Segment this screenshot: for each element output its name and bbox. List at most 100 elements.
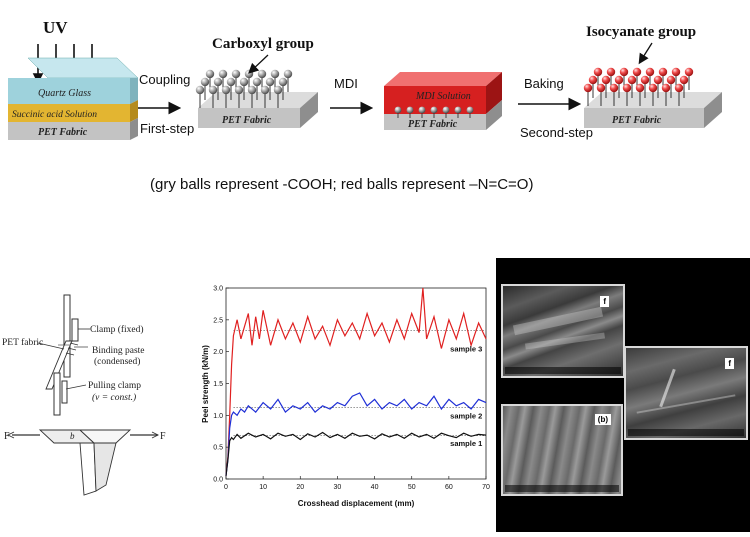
series-label: sample 3 — [450, 345, 482, 354]
peel-test-schematic: Clamp (fixed) PET fabric Binding paste (… — [2, 294, 166, 496]
sem-tag-2: f — [725, 358, 734, 369]
pet-fabric-label-2: PET Fabric — [222, 115, 272, 126]
y-tick-label: 0.5 — [213, 445, 223, 452]
y-tick-label: 1.0 — [213, 413, 223, 420]
mdi-label: MDI — [334, 76, 358, 91]
second-step-label: Second-step — [520, 125, 593, 140]
x-tick-label: 60 — [445, 484, 453, 491]
ball — [273, 85, 283, 95]
layer-stack-1: Quartz Glass Succinic acid Solution PET … — [8, 57, 139, 140]
quartz-glass-label: Quartz Glass — [38, 88, 91, 99]
clamp-fixed-label: Clamp (fixed) — [90, 324, 144, 335]
sem-image-1: f — [501, 284, 625, 378]
ball — [596, 83, 606, 93]
ball — [645, 67, 655, 77]
carboxyl-group-label: Carboxyl group — [212, 36, 314, 52]
ball — [208, 85, 218, 95]
y-axis-label: Peel strength (kN/m) — [201, 345, 210, 423]
series-line — [225, 392, 487, 476]
ball — [658, 67, 668, 77]
x-tick-label: 70 — [482, 484, 490, 491]
ball — [606, 67, 616, 77]
carboxyl-fabric: PET Fabric — [195, 69, 318, 128]
ball — [614, 75, 624, 85]
binding-paste-label: Binding paste — [92, 346, 145, 356]
ball — [627, 75, 637, 85]
x-tick-label: 0 — [224, 484, 228, 491]
ball — [430, 106, 438, 114]
ball — [239, 77, 249, 87]
ball — [195, 85, 205, 95]
ball — [213, 77, 223, 87]
mdi-solution-label: MDI Solution — [415, 91, 471, 102]
ball — [679, 75, 689, 85]
isocyanate-pointer — [638, 42, 653, 65]
x-axis-label: Crosshead displacement (mm) — [298, 499, 415, 508]
ball — [394, 106, 402, 114]
ball — [684, 67, 694, 77]
ball — [671, 67, 681, 77]
y-tick-label: 2.0 — [213, 349, 223, 356]
ball — [260, 85, 270, 95]
ball — [622, 83, 632, 93]
sem-image-2: f — [624, 346, 748, 440]
first-step-label: First-step — [140, 121, 194, 136]
v-const-label: (v = const.) — [92, 392, 136, 403]
series-line — [225, 287, 487, 476]
ball — [619, 67, 629, 77]
ball — [231, 69, 241, 79]
pulling-clamp-label: Pulling clamp — [88, 381, 141, 391]
ball — [635, 83, 645, 93]
sem-tag-1: f — [600, 296, 609, 307]
f-left-label: F — [4, 431, 10, 442]
isocyanate-group-label: Isocyanate group — [586, 24, 696, 40]
succinic-solution-label: Succinic acid Solution — [12, 110, 97, 120]
process-caption: (gry balls represent -COOH; red balls re… — [150, 176, 534, 193]
x-tick-label: 30 — [334, 484, 342, 491]
x-tick-label: 10 — [259, 484, 267, 491]
isocyanate-fabric: PET Fabric — [583, 67, 722, 128]
ball — [406, 106, 414, 114]
ball — [609, 83, 619, 93]
sem-image-3: (b) — [501, 404, 623, 496]
ball — [454, 106, 462, 114]
sem-info-bar-3 — [505, 485, 619, 492]
series-line — [225, 431, 487, 476]
ball — [674, 83, 684, 93]
y-tick-label: 3.0 — [213, 286, 223, 293]
baking-label: Baking — [524, 76, 564, 91]
ball — [218, 69, 228, 79]
y-tick-label: 1.5 — [213, 381, 223, 388]
ball — [653, 75, 663, 85]
ball — [200, 77, 210, 87]
ball — [466, 106, 474, 114]
ball — [234, 85, 244, 95]
chart-series — [225, 287, 487, 476]
isocyanate-balls — [583, 67, 694, 106]
ball — [270, 69, 280, 79]
x-tick-label: 20 — [296, 484, 304, 491]
ball — [632, 67, 642, 77]
sem-info-bar-1 — [505, 367, 621, 374]
ball — [278, 77, 288, 87]
pet-fabric-label-1: PET Fabric — [38, 127, 88, 138]
ball — [588, 75, 598, 85]
pet-fabric-label-3: PET Fabric — [408, 119, 458, 130]
mdi-embedded-balls — [394, 106, 474, 118]
ball — [418, 106, 426, 114]
series-label: sample 2 — [450, 412, 482, 421]
coupling-label: Coupling — [139, 72, 190, 87]
carboxyl-balls — [195, 69, 293, 108]
ball — [283, 69, 293, 79]
f-right-label: F — [160, 431, 166, 442]
sem-info-bar-2 — [628, 429, 744, 436]
x-tick-label: 40 — [371, 484, 379, 491]
ball — [226, 77, 236, 87]
y-tick-label: 2.5 — [213, 317, 223, 324]
ball — [648, 83, 658, 93]
plot-area — [225, 287, 487, 480]
ball — [640, 75, 650, 85]
